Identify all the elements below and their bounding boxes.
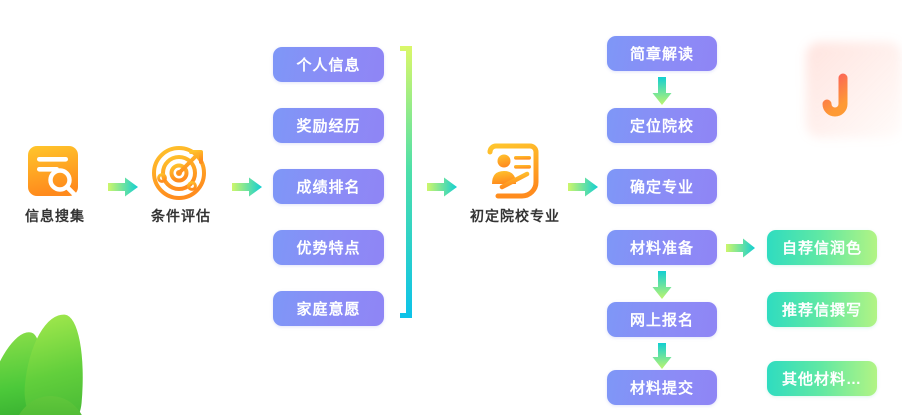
material-service-recommendation-letter-writing[interactable]: 推荐信撰写 [767, 292, 877, 327]
application-step-locate-school[interactable]: 定位院校 [607, 108, 717, 143]
application-step-material-preparation[interactable]: 材料准备 [607, 230, 717, 265]
material-service-other-materials[interactable]: 其他材料… [767, 361, 877, 396]
profile-item-strengths[interactable]: 优势特点 [273, 230, 384, 265]
resume-person-icon [480, 140, 548, 213]
arrow-brochure-to-locate [651, 76, 673, 111]
arrow-online-registration-to-submission [651, 342, 673, 375]
document-search-icon [22, 140, 90, 213]
arrow-assessment-to-profile [230, 176, 264, 203]
profile-item-family-wishes[interactable]: 家庭意愿 [273, 291, 384, 326]
application-step-material-submission[interactable]: 材料提交 [607, 370, 717, 405]
arrow-preliminary-to-application [566, 176, 600, 203]
profile-item-award-history[interactable]: 奖励经历 [273, 108, 384, 143]
arrow-material-prep-to-online-registration [651, 270, 673, 305]
brand-logo [795, 30, 891, 126]
profile-group-bracket [398, 45, 414, 319]
stage-label-condition-assessment: 条件评估 [151, 208, 211, 224]
material-service-self-recommendation-polish[interactable]: 自荐信润色 [767, 230, 877, 265]
application-step-confirm-major[interactable]: 确定专业 [607, 169, 717, 204]
arrow-material-prep-to-services [725, 237, 757, 264]
profile-item-personal-info[interactable]: 个人信息 [273, 47, 384, 82]
stage-label-preliminary-school-major: 初定院校专业 [470, 208, 560, 224]
arrow-info-to-assessment [106, 176, 140, 203]
profile-item-grade-ranking[interactable]: 成绩排名 [273, 169, 384, 204]
stage-label-info-gathering: 信息搜集 [25, 208, 85, 224]
application-step-online-registration[interactable]: 网上报名 [607, 302, 717, 337]
arrow-profile-to-preliminary [425, 176, 459, 203]
radar-target-icon [146, 140, 216, 215]
leaf-decoration [0, 296, 128, 415]
application-step-brochure-reading[interactable]: 简章解读 [607, 36, 717, 71]
